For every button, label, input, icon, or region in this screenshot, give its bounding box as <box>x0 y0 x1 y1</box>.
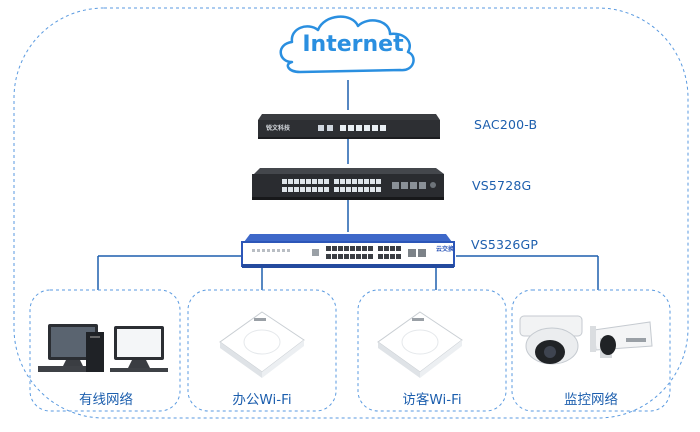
zone-label-office: 办公Wi-Fi <box>232 392 292 408</box>
controller-label: SAC200-B <box>474 117 538 132</box>
access-switch-device <box>241 234 455 268</box>
zone-label-camera: 监控网络 <box>564 392 618 408</box>
zone-label-guest: 访客Wi-Fi <box>402 392 462 408</box>
cloud-icon <box>279 15 415 74</box>
network-boundary <box>13 7 689 419</box>
ceiling-access-point-icon <box>377 311 463 378</box>
controller-badge: 锐文科技 <box>266 125 291 132</box>
desktop-computers-icon <box>38 324 168 372</box>
core-switch-device <box>252 168 444 200</box>
core-switch-label: VS5728G <box>472 178 532 193</box>
zone-box-camera <box>511 289 671 412</box>
zone-box-wired <box>29 289 181 412</box>
access-switch-label: VS5326GP <box>471 237 539 252</box>
ceiling-access-point-icon <box>219 311 305 378</box>
controller-device <box>258 114 440 139</box>
access-switch-badge: 云交换 <box>436 246 455 253</box>
zone-box-office <box>187 289 337 412</box>
security-cameras-icon <box>519 315 653 365</box>
internet-label: Internet <box>302 32 404 57</box>
zone-box-guest <box>357 289 507 412</box>
zone-label-wired: 有线网络 <box>79 392 133 408</box>
